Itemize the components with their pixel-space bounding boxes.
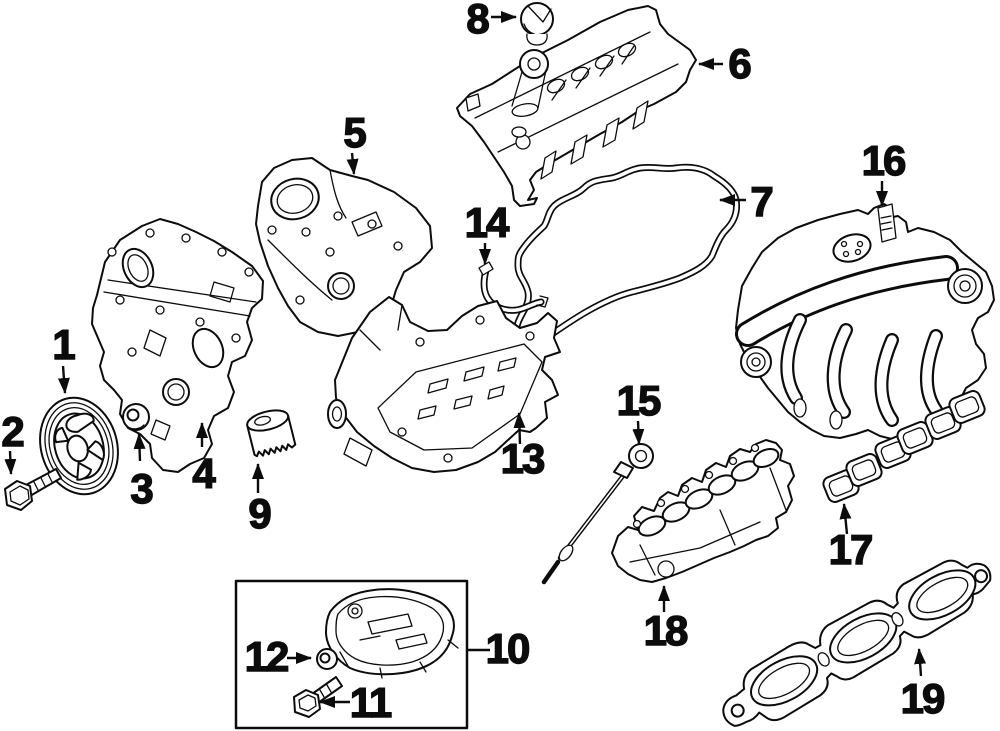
valve-cover-gasket-drawing: [513, 163, 740, 348]
callout-12-label: 12: [245, 633, 288, 680]
callout-1-label: 1: [52, 321, 75, 368]
callout-9: 9: [248, 463, 273, 538]
callout-7-label: 7: [750, 178, 772, 225]
callout-8-label: 8: [466, 0, 489, 42]
callout-4-label: 4: [192, 450, 216, 497]
timing-cover-front-drawing: [255, 157, 433, 337]
callout-3: 3: [130, 433, 155, 513]
drain-plug-drawing: [293, 676, 343, 718]
crankshaft-seal-drawing: [122, 403, 150, 431]
callout-17-label: 17: [829, 526, 872, 573]
callout-2-label: 2: [1, 408, 23, 455]
callout-18: 18: [643, 585, 691, 655]
callout-17: 17: [828, 503, 875, 574]
callout-13: 13: [500, 412, 547, 483]
callout-19-arrow: [914, 648, 927, 677]
callout-8: 8: [466, 0, 517, 43]
callout-6: 6: [698, 39, 753, 88]
callout-2-arrow: [4, 450, 17, 475]
callout-19-label: 19: [901, 675, 944, 722]
callout-14-label: 14: [465, 199, 510, 246]
callout-13-label: 13: [501, 435, 544, 482]
callout-10-label: 10: [486, 625, 529, 672]
callout-5: 5: [343, 108, 369, 175]
callout-5-arrow: [346, 152, 359, 175]
timing-cover-rear-drawing: [91, 218, 264, 473]
upper-intake-manifold-drawing: [735, 203, 995, 441]
callout-11: 11: [319, 678, 395, 727]
callout-14: 14: [464, 198, 513, 265]
callout-1: 1: [52, 320, 78, 394]
callout-3-arrow: [133, 433, 146, 462]
lower-intake-manifold-drawing: [611, 439, 795, 583]
callout-5-label: 5: [343, 109, 366, 156]
callout-15-arrow: [632, 420, 645, 445]
oil-dipstick-tube-drawing: [478, 261, 549, 314]
callout-13-arrow: [513, 412, 526, 445]
callout-11-label: 11: [350, 679, 392, 726]
pulley-bolt-drawing: [4, 468, 62, 511]
oil-filter-drawing: [246, 409, 297, 458]
intake-manifold-gaskets-drawing: [822, 390, 986, 503]
callout-15: 15: [616, 376, 664, 445]
parts-artwork: [4, 2, 995, 730]
callout-16: 16: [861, 136, 908, 207]
valve-cover-drawing: [456, 5, 697, 207]
crankshaft-pulley-drawing: [39, 396, 119, 496]
callout-18-label: 18: [644, 607, 688, 654]
callout-19: 19: [900, 648, 947, 723]
callout-17-arrow: [839, 503, 852, 535]
callout-3-label: 3: [130, 465, 152, 512]
callout-12: 12: [244, 632, 312, 681]
callout-10: 10: [468, 624, 532, 673]
callout-9-label: 9: [248, 490, 270, 537]
callout-2: 2: [1, 407, 26, 475]
callout-6-label: 6: [728, 40, 750, 87]
oil-filler-cap-drawing: [520, 2, 554, 46]
drain-plug-washer-drawing: [316, 648, 338, 670]
lower-oil-pan-drawing: [325, 588, 459, 679]
parts-group-box: [234, 579, 469, 730]
upper-oil-pan-drawing: [327, 296, 561, 473]
manifold-gasket-drawing: [722, 559, 992, 727]
callout-16-label: 16: [862, 137, 905, 184]
callout-1-arrow: [57, 365, 70, 394]
callout-15-label: 15: [617, 377, 661, 424]
callout-7: 7: [719, 177, 775, 226]
